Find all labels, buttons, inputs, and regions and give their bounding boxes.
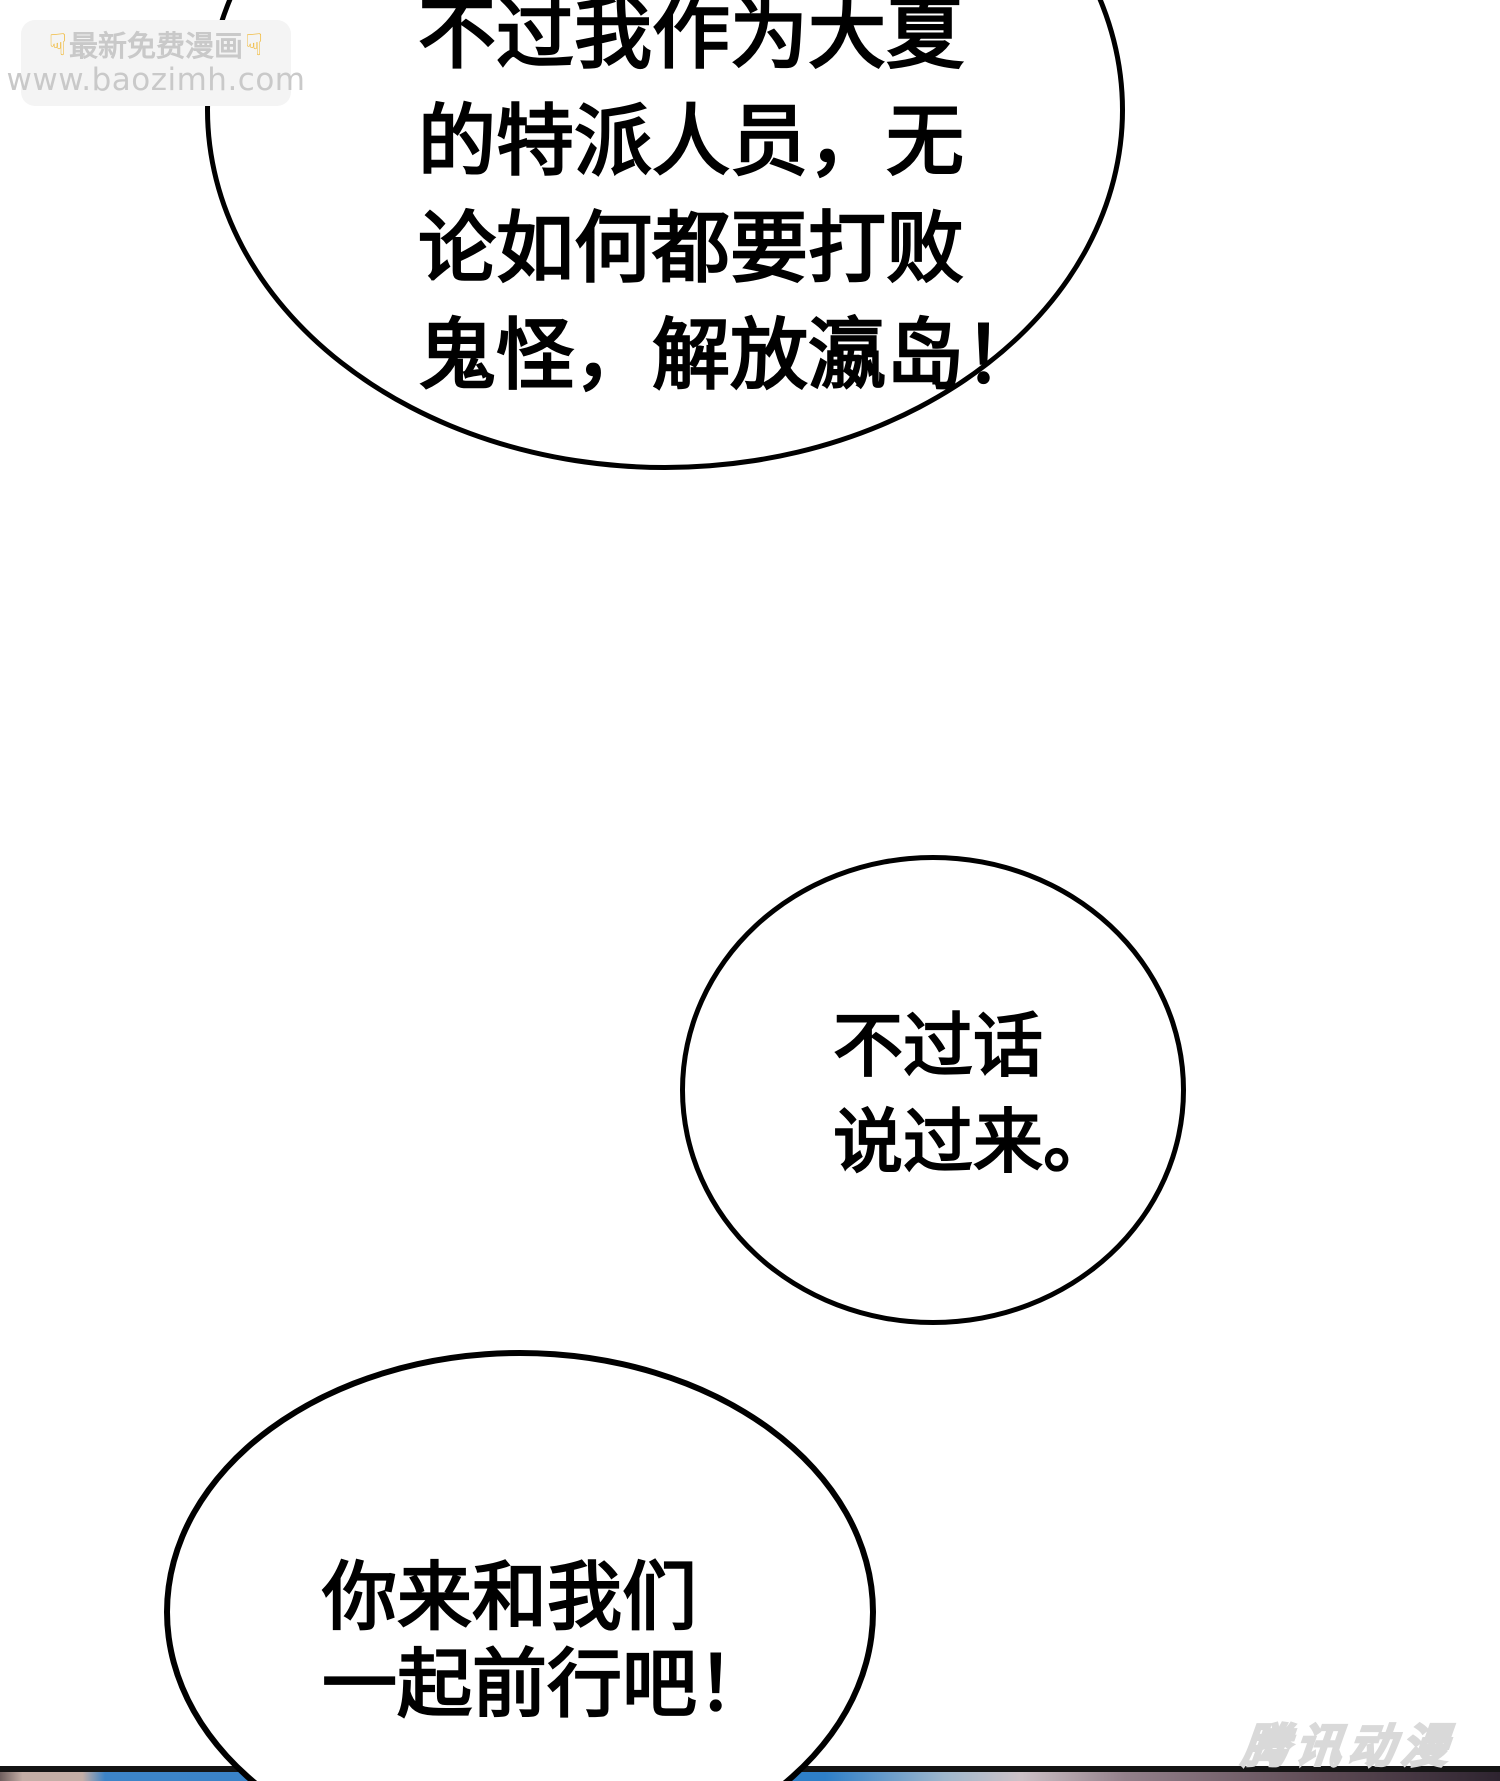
pointing-down-emoji: ☟ bbox=[48, 27, 67, 63]
speech-bubble-top-text: 不过我作为大夏 的特派人员，无 论如何都要打败 鬼怪，解放瀛岛！ bbox=[418, 0, 1043, 401]
site-watermark-title-row: ☟ 最新免费漫画 ☟ bbox=[48, 27, 264, 63]
speech-bubble-bottom-text: 你来和我们 一起前行吧！ bbox=[322, 1553, 773, 1728]
speech-bubble-middle-text: 不过话 说过来。 bbox=[833, 1005, 1113, 1183]
publisher-watermark: 腾讯动漫 bbox=[1239, 1718, 1459, 1775]
pointing-down-emoji: ☟ bbox=[245, 27, 264, 63]
speech-bubble-middle bbox=[680, 855, 1186, 1325]
site-watermark-title: 最新免费漫画 bbox=[68, 28, 243, 63]
site-watermark-url: www.baozimh.com bbox=[6, 61, 306, 98]
site-watermark: ☟ 最新免费漫画 ☟ www.baozimh.com bbox=[7, 20, 305, 106]
